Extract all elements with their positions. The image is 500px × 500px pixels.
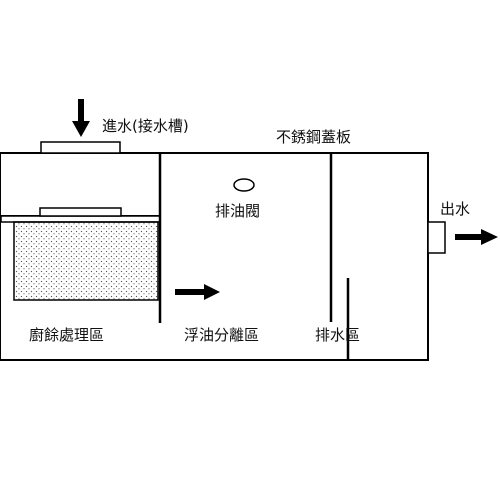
inlet-arrow-icon xyxy=(72,99,90,137)
basket-rim xyxy=(0,215,161,223)
flow-arrow-icon xyxy=(175,284,220,300)
outlet-pipe xyxy=(427,221,446,254)
waste-basket xyxy=(13,221,159,301)
tank-outline xyxy=(0,152,429,361)
water-outlet-label: 出水 xyxy=(440,200,470,218)
stainless-cover-label: 不銹鋼蓋板 xyxy=(276,128,351,146)
inlet-cap xyxy=(40,141,121,154)
oil-drain-valve-label: 排油閥 xyxy=(215,202,260,220)
oil-separation-zone-label: 浮油分離區 xyxy=(184,326,259,344)
outlet-arrow-icon xyxy=(455,229,498,245)
basket-handle xyxy=(39,207,122,217)
drainage-zone-label: 排水區 xyxy=(315,326,360,344)
kitchen-waste-zone-label: 廚餘處理區 xyxy=(29,326,104,344)
water-inlet-label: 進水(接水槽) xyxy=(102,117,189,135)
oil-drain-valve-icon xyxy=(233,178,255,192)
